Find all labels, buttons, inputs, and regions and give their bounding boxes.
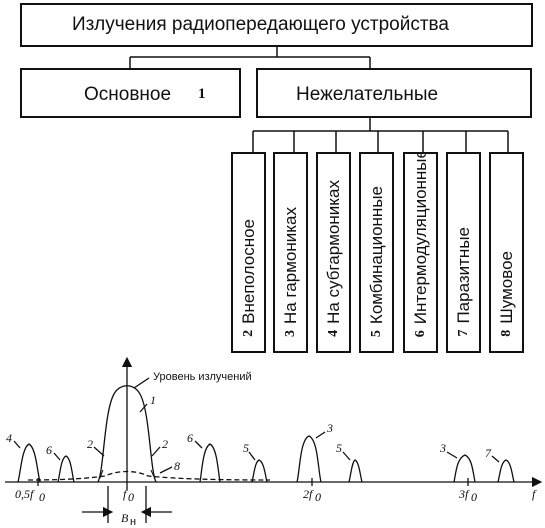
curve-harmonic-3-right (453, 454, 476, 483)
svg-text:н: н (130, 516, 136, 528)
curve-combination-5-right (348, 459, 363, 483)
tick-half-f0: 0,5f 0 (15, 487, 45, 504)
curve-label: 6 (187, 431, 193, 445)
curve-intermodulation-6-right (199, 443, 221, 483)
svg-text:B: B (121, 511, 129, 525)
svg-text:3f: 3f (458, 487, 470, 501)
tick-2f0: 2f 0 (303, 487, 321, 504)
curve-parasitic-7 (497, 459, 515, 483)
curve-label: 2 (87, 437, 93, 451)
main-emission-number: 1 (198, 86, 206, 102)
curve-label: 7 (485, 446, 492, 460)
bandwidth-label: B н (121, 511, 136, 528)
curve-label: 3 (326, 421, 333, 435)
curve-label: 6 (46, 443, 52, 457)
svg-text:0: 0 (39, 490, 45, 504)
svg-text:0,5f: 0,5f (15, 487, 35, 501)
curve-label: 5 (336, 441, 342, 455)
curve-harmonic-3-left (296, 435, 322, 483)
curve-noise (27, 470, 271, 481)
top-box: Излучения радиопередающего устройства (20, 3, 533, 47)
tick-f0: f 0 (123, 487, 134, 504)
curve-subharmonic-4 (17, 443, 41, 483)
curve-label: 8 (174, 459, 180, 473)
curve-label: 2 (162, 437, 168, 451)
top-box-label: Излучения радиопередающего устройства (72, 14, 449, 35)
tick-3f0: 3f 0 (458, 487, 477, 504)
curve-main-emission (97, 385, 157, 483)
frequency-axis-label: f (532, 487, 537, 501)
unwanted-emission-label: Нежелательные (296, 84, 439, 105)
curve-out-of-band (99, 469, 156, 479)
curve-label: 1 (150, 393, 156, 407)
curve-label: 3 (439, 441, 446, 455)
svg-text:2f: 2f (303, 487, 314, 501)
curve-intermodulation-6-left (57, 455, 75, 483)
curve-label: 4 (6, 431, 12, 445)
svg-text:0: 0 (128, 490, 134, 504)
svg-text:0: 0 (315, 490, 321, 504)
unwanted-emission-box: Нежелательные (256, 68, 532, 118)
level-label: Уровень излучений (153, 371, 252, 383)
svg-text:f: f (123, 487, 128, 501)
svg-text:0: 0 (471, 490, 477, 504)
main-emission-label: Основное (84, 84, 172, 105)
main-emission-box: Основное 1 (20, 68, 241, 118)
curve-combination-5-left (251, 459, 268, 483)
curve-label: 5 (243, 441, 249, 455)
